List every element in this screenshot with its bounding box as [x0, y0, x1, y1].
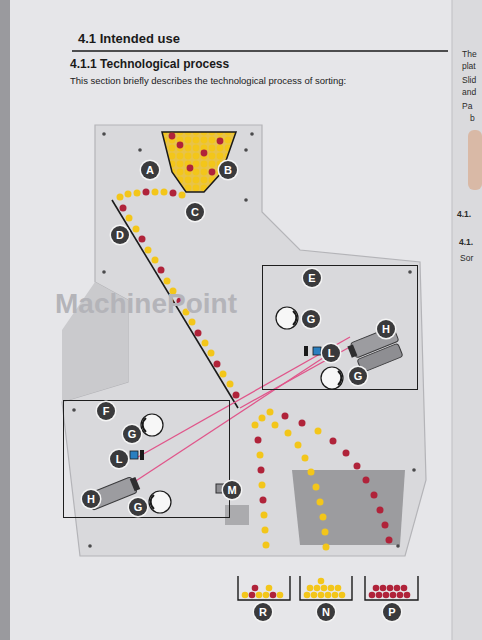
next-page-fragment: plat [462, 62, 476, 72]
next-page-fragment: The [462, 50, 477, 60]
next-page-fragment: b [470, 114, 475, 124]
next-page-fragment: and [462, 88, 476, 98]
callout-letter: A [146, 164, 154, 176]
callout-letter: L [116, 453, 123, 465]
callout-letter: G [134, 501, 143, 513]
next-page-fragment: 4.1. [459, 238, 473, 248]
callout-letter: N [322, 606, 330, 618]
callout-letter: H [382, 323, 390, 335]
next-page-fragment: Sor [460, 254, 473, 264]
callout-circle: G [129, 498, 147, 516]
callout-circle: G [123, 425, 141, 443]
detail-frame: F G L H G [63, 400, 230, 518]
subsection-heading: 4.1.1 Technological process [70, 58, 229, 72]
next-page-fragment: Pa [462, 102, 472, 112]
callout-letter: H [87, 493, 95, 505]
watermark: MachinePoint [55, 288, 237, 320]
callout-letter: G [354, 370, 363, 382]
detail-frame: E G H L G [262, 265, 418, 390]
callout-letter: G [307, 313, 316, 325]
intro-text: This section briefly describes the techn… [70, 76, 346, 87]
callout-circle: M [223, 481, 241, 499]
next-page-fragment: 4.1. [457, 210, 471, 220]
section-heading: 4.1 Intended use [78, 32, 180, 47]
callout-letter: R [259, 606, 267, 618]
callout-letter: L [328, 347, 335, 359]
frame-letter: E [303, 269, 321, 287]
callout-letter: G [128, 428, 137, 440]
callout-circle: G [349, 367, 367, 385]
callout-circle: B [219, 161, 237, 179]
callout-circle: A [141, 161, 159, 179]
callout-circle: C [186, 203, 204, 221]
callout-circle: D [111, 226, 129, 244]
callout-circle: P [383, 603, 401, 621]
callout-circle: N [317, 603, 335, 621]
next-page-fragment: Slid [462, 76, 476, 86]
callout-circle: G [302, 310, 320, 328]
callout-circle: H [82, 490, 100, 508]
callout-circle: R [254, 603, 272, 621]
callout-letter: D [116, 229, 124, 241]
callout-circle: L [110, 450, 128, 468]
callout-letter: B [224, 164, 232, 176]
callout-letter: P [388, 606, 395, 618]
callout-letter: C [191, 206, 199, 218]
callout-letter: M [227, 484, 236, 496]
callout-circle: H [377, 320, 395, 338]
frame-letter: F [97, 402, 115, 420]
callout-circle: L [322, 344, 340, 362]
